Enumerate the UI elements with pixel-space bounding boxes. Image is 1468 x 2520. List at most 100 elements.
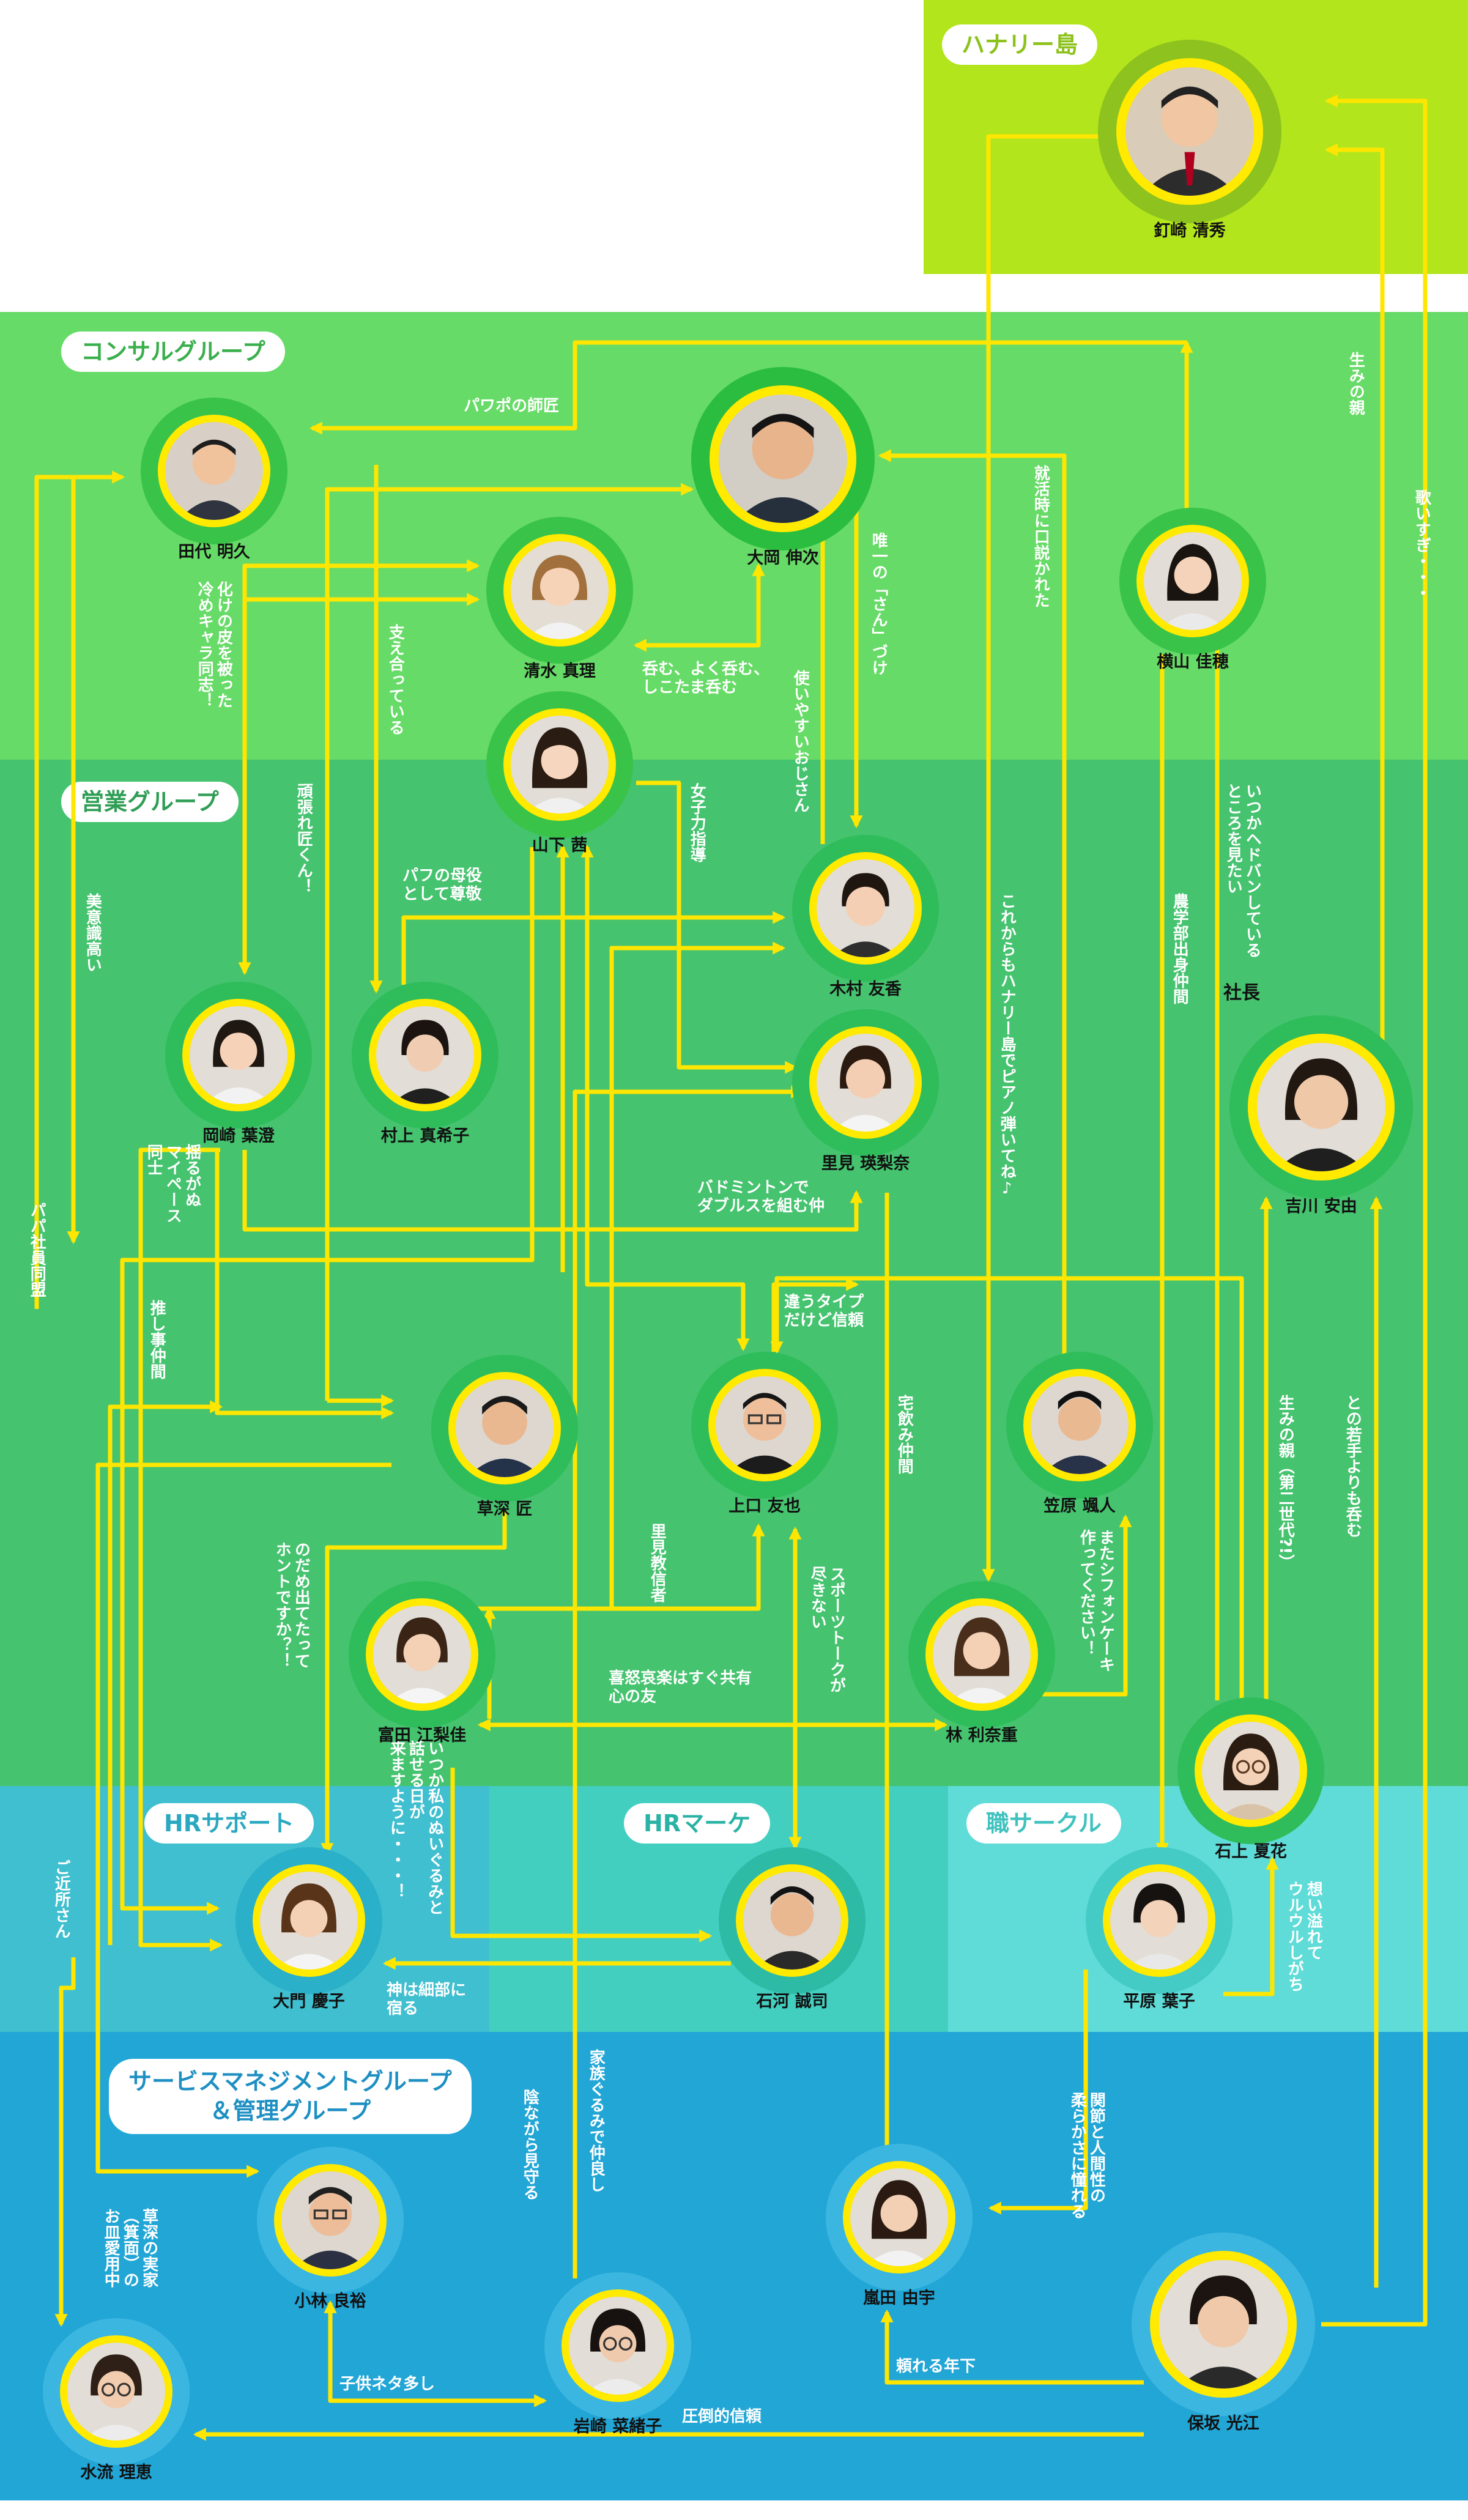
rel-kidoairaku: 喜怒哀楽はすぐ共有 心の友 <box>609 1669 752 1706</box>
rel-kagenagara: 陰ながら見守る <box>521 2089 539 2200</box>
rel-yuruganu: 揺るがぬ マイペース 同士 <box>144 1144 201 1223</box>
rel-chigau: 違うタイプ だけど信頼 <box>784 1293 864 1330</box>
link-ueguchi-satomi <box>771 1278 859 1352</box>
link-yoshikawa-kugisaki <box>1324 143 1385 1064</box>
link-tashiro-eigyo-left <box>67 475 122 1245</box>
person-hosaka[interactable]: 保坂 光江 <box>1132 2233 1315 2434</box>
rel-omoi: 想い溢れて ウルウルしがち <box>1285 1881 1323 1992</box>
person-daimon[interactable]: 大門 慶子 <box>217 1847 401 2049</box>
avatar <box>1257 1043 1385 1171</box>
person-name: 木村 友香 <box>829 980 902 999</box>
rel-uminooya2: 生みの親（第二世代?!） <box>1276 1395 1295 1570</box>
person-kimura[interactable]: 木村 友香 <box>774 835 957 1037</box>
person-name: 石河 誠司 <box>756 1992 828 2011</box>
zone-label-consul: コンサルグループ <box>61 332 285 372</box>
person-name: 村上 真希子 <box>380 1127 470 1146</box>
avatar <box>511 716 609 813</box>
avatar <box>1144 532 1242 630</box>
link-tomita-ueguchi <box>471 1523 765 1611</box>
person-name: 平原 葉子 <box>1123 1992 1195 2011</box>
rel-sasaeai: 支え合っている <box>386 624 405 735</box>
person-hirahara[interactable]: 平原 葉子 <box>1067 1847 1251 2049</box>
avatar <box>165 422 263 520</box>
person-ishigami[interactable]: 石上 夏花 <box>1159 1697 1343 1899</box>
link-hirahara-arashida <box>988 1970 1088 2215</box>
person-tomita[interactable]: 富田 江梨佳 <box>330 1581 514 1783</box>
avatar <box>850 2168 948 2266</box>
rel-kansetsu: 関節と人間性の 柔らかさに憧れる <box>1068 2092 1106 2219</box>
zone-label-eigyo: 営業グループ <box>61 782 239 822</box>
person-ueguchi[interactable]: 上口 友也 <box>673 1352 856 1554</box>
person-hayashi[interactable]: 林 利奈重 <box>890 1581 1073 1783</box>
avatar <box>67 2343 165 2440</box>
person-iwasaki[interactable]: 岩崎 菜緒子 <box>526 2272 710 2474</box>
rel-nodame: のだめ出てたって ホントですか？！ <box>273 1541 311 1669</box>
link-yamashita-satomi <box>636 780 798 1074</box>
avatar <box>1159 2260 1288 2388</box>
person-yamashita[interactable]: 山下 茜 <box>468 691 651 893</box>
rel-pafu: パフの母役 として尊敬 <box>402 867 483 903</box>
person-ishikawa[interactable]: 石河 誠司 <box>700 1847 884 2049</box>
link-tomita-ishikawa <box>450 1768 713 1943</box>
link-kasahara-ooka <box>878 449 1067 1358</box>
link-yamashita-okazaki <box>120 847 535 1915</box>
person-kobayashi[interactable]: 小林 良裕 <box>239 2147 422 2349</box>
rel-ganbare: 頑張れ匠くん！ <box>294 783 313 894</box>
person-name: 岩崎 菜緒子 <box>573 2417 662 2436</box>
person-name: 横山 佳穂 <box>1157 653 1229 672</box>
link-kusabuka-daimon <box>321 1511 507 1856</box>
rel-biishiki: 美意識高い <box>83 893 102 973</box>
person-satomi[interactable]: 里見 瑛梨奈 <box>774 1009 957 1211</box>
link-kugisaki-ooka <box>309 340 1187 435</box>
person-mizuru[interactable]: 水流 理恵 <box>24 2318 208 2520</box>
avatar <box>719 395 847 523</box>
zone-label-hr-marke: HRマーケ <box>624 1803 771 1844</box>
rel-utaisugi: 歌いすぎ・・・ <box>1412 489 1431 601</box>
link-kasahara-hayashi <box>1040 1514 1132 1697</box>
avatar <box>817 1034 914 1132</box>
rel-oshigoto: 推し事仲間 <box>147 1300 166 1379</box>
person-kusabuka[interactable]: 草深 匠 <box>413 1355 596 1557</box>
person-okazaki[interactable]: 岡崎 葉澄 <box>147 982 330 1184</box>
person-kasahara[interactable]: 笠原 颯人 <box>988 1352 1171 1554</box>
person-tashiro[interactable]: 田代 明久 <box>122 398 306 599</box>
person-name: 小林 良裕 <box>294 2292 366 2311</box>
person-kugisaki[interactable]: 釘崎 清秀 <box>1098 40 1281 242</box>
person-arashida[interactable]: 嵐田 由宇 <box>807 2144 991 2346</box>
person-ooka[interactable]: 大岡 伸次 <box>691 367 875 569</box>
link-shimizu-ooka <box>636 563 765 648</box>
link-ishigami-kugisaki <box>770 1276 1244 1700</box>
avatar <box>190 1006 287 1104</box>
rel-takunomi: 宅飲み仲間 <box>895 1395 914 1474</box>
rel-tsukaiyasui: 使いやすいおじさん <box>791 670 810 813</box>
avatar <box>1125 67 1254 196</box>
rel-papa: パパ社員同盟 <box>28 1202 46 1297</box>
person-yoshikawa[interactable]: 社長 吉川 安由 <box>1223 982 1413 1217</box>
person-name: 里見 瑛梨奈 <box>821 1154 910 1173</box>
avatar <box>260 1872 358 1970</box>
person-name: 保坂 光江 <box>1187 2414 1259 2433</box>
link-kusabuka-family <box>95 1462 391 2178</box>
rel-badminton: バドミントンで ダブルスを組む仲 <box>697 1179 825 1215</box>
rel-chiffon: またシフォンケーキ 作ってください！ <box>1077 1529 1115 1672</box>
rel-wakate: との若手よりも呑む <box>1343 1395 1362 1538</box>
rel-pawapo: パワポの師匠 <box>464 397 560 415</box>
person-name: 岡崎 葉澄 <box>202 1127 275 1146</box>
rel-attouteki: 圧倒的信頼 <box>682 2407 762 2426</box>
person-name: 草深 匠 <box>476 1500 533 1519</box>
rel-nomu: 呑む、よく呑む、 しこたま呑む <box>642 660 770 697</box>
person-name: 大門 慶子 <box>273 1992 345 2011</box>
zone-label-shoku: 職サークル <box>966 1803 1121 1844</box>
link-okazaki-hr <box>138 1147 223 1952</box>
person-name: 田代 明久 <box>178 543 250 561</box>
zone-label-service: サービスマネジメントグループ ＆管理グループ <box>109 2059 472 2134</box>
rel-sports: スポーツトークが 尽きない <box>808 1566 846 1693</box>
person-yokoyama[interactable]: 横山 佳穂 <box>1101 508 1284 710</box>
person-murakami[interactable]: 村上 真希子 <box>333 982 517 1184</box>
person-name: 大岡 伸次 <box>747 549 819 568</box>
avatar <box>281 2171 379 2269</box>
person-name: 林 利奈重 <box>946 1726 1018 1745</box>
person-shimizu[interactable]: 清水 真理 <box>468 517 651 719</box>
avatar <box>373 1606 471 1703</box>
